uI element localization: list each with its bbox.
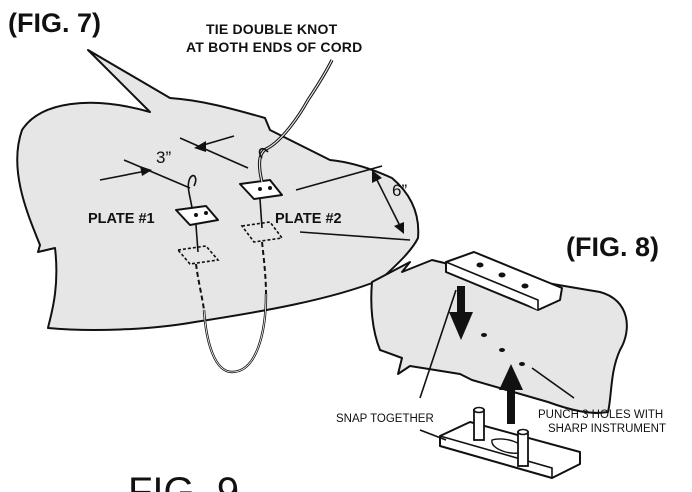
fig8-snap-leader (419, 289, 457, 399)
plate-1-cord-knot (187, 174, 197, 209)
fig8-top-plate-hole (521, 283, 529, 289)
fig7-dimension-3in: 3” (156, 148, 171, 167)
fig8-fabric-hole (499, 348, 505, 352)
fig8-label: (FIG. 8) (566, 232, 659, 262)
fig7-dim3-extension-left (123, 159, 191, 189)
fig7-dimension-6in: 6” (392, 181, 407, 200)
fig7-instruction-line2: AT BOTH ENDS OF CORD (186, 39, 362, 55)
fig7-dim6-arrowhead-bottom (394, 222, 404, 234)
fig8-punch-leader (531, 367, 575, 399)
fig7-instruction-line1: TIE DOUBLE KNOT (206, 21, 338, 37)
fig7-dim3-leader-left (99, 170, 147, 181)
fig7-dim3-arrowhead-right (194, 141, 206, 152)
fig8-top-plate-face (445, 261, 539, 310)
plate-2-knot (258, 147, 269, 159)
fig7-label: (FIG. 7) (8, 8, 101, 38)
fig8-up-arrow-head (499, 364, 523, 390)
fig8-top-plate (445, 251, 563, 311)
fig9-label: FIG. 9 (128, 470, 239, 492)
fig7-group: (FIG. 7) TIE DOUBLE KNOT AT BOTH ENDS OF… (8, 8, 420, 374)
fig7-fabric-sheet (16, 49, 420, 331)
fig7-cord-loop-inner (203, 293, 267, 373)
plate-2-hole (258, 187, 262, 191)
fig8-bottom-plate-edge (439, 435, 553, 478)
plate-2-cord-up-inner (258, 59, 333, 183)
fig8-snap-label: SNAP TOGETHER (336, 413, 434, 425)
fig8-group: (FIG. 8) SNAP TOGETHER PUNCH 3 HOLES WIT… (336, 232, 666, 479)
fig8-top-plate-hole (498, 272, 506, 278)
plate-1-hole (194, 213, 198, 217)
plate-1-hole (204, 211, 208, 215)
fig8-top-plate-hole (476, 262, 484, 268)
fig8-fabric-hole (481, 333, 487, 337)
fig8-down-arrow-shaft (457, 286, 465, 316)
fig7-dim6-extension-top (295, 165, 383, 191)
fig7-cord-loop-dashed (195, 263, 205, 311)
plate-1-label: PLATE #1 (88, 211, 155, 227)
fig8-down-arrow-head (449, 312, 473, 340)
plate-2-post (259, 198, 263, 229)
fig7-dim6-line (375, 177, 401, 227)
fig8-post (473, 409, 485, 441)
fig7-dim6-arrowhead-top (372, 170, 382, 183)
plate-2-label: PLATE #2 (275, 211, 342, 227)
fig7-dim6-extension-bottom (299, 231, 411, 241)
fig8-post-top (473, 406, 485, 414)
fig7-cord-loop-dashed (261, 241, 267, 295)
plate-1-bottom-dashed (176, 245, 220, 265)
fig8-post-top (517, 428, 529, 436)
fig8-post (517, 431, 529, 467)
fig8-snap-leader-lower (419, 429, 447, 441)
fig7-dim3-extension-right (179, 137, 249, 169)
plate-2-hole (268, 186, 272, 190)
plate-1-post (195, 224, 199, 253)
fig8-fabric-hole (519, 362, 525, 366)
fig8-punch-label-line1: PUNCH 3 HOLES WITH (538, 409, 663, 421)
fig8-up-arrow-shaft (507, 390, 515, 424)
fig8-punch-label-line2: SHARP INSTRUMENT (548, 423, 666, 435)
fig7-dim3-arrowhead-left (140, 166, 152, 176)
